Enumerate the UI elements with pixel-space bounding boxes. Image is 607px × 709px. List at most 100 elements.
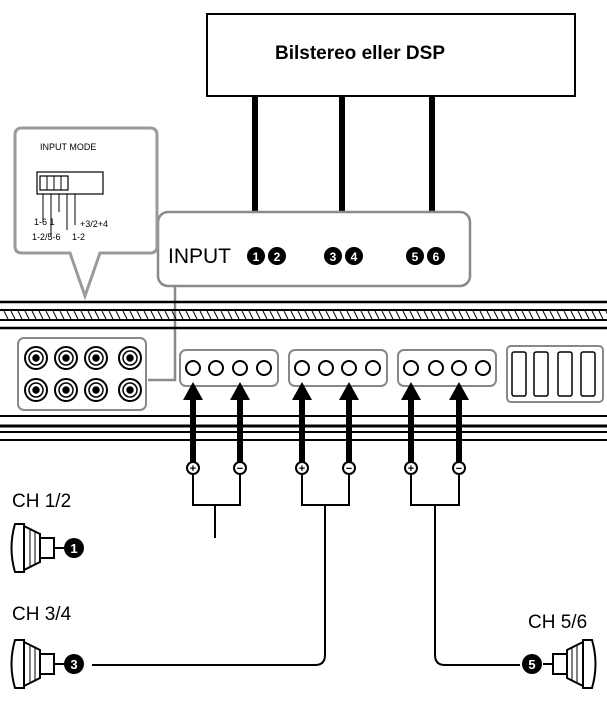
speaker-icon-3 (543, 639, 597, 689)
heatsink-rib (220, 310, 226, 320)
speaker-icon-1 (10, 523, 64, 573)
mode-option-1: 1-6 1 (34, 217, 55, 227)
polarity-markers: + − + − + − (186, 461, 466, 475)
heatsink-rib (283, 310, 289, 320)
heatsink-rib (108, 310, 114, 320)
heatsink-rib (199, 310, 205, 320)
channel-badge-text-1: 1 (70, 541, 77, 556)
channel-label-2: CH 3/4 (12, 604, 72, 625)
source-label: Bilstereo eller DSP (275, 43, 445, 64)
heatsink-rib (192, 310, 198, 320)
heatsink-rib (234, 310, 240, 320)
rca-jack (62, 386, 70, 394)
heatsink-rib (136, 310, 142, 320)
heatsink-rib (535, 310, 541, 320)
heatsink-rib (514, 310, 520, 320)
heatsink-rib (486, 310, 492, 320)
heatsink-rib (122, 310, 128, 320)
heatsink-rib (262, 310, 268, 320)
heatsink-rib (479, 310, 485, 320)
heatsink-rib (10, 310, 16, 320)
mode-option-4: +3/2+4 (80, 219, 108, 229)
heatsink-rib (339, 310, 345, 320)
input-label: INPUT (168, 245, 231, 268)
badge-2: 2 (274, 250, 281, 264)
heatsink-rib (346, 310, 352, 320)
heatsink-rib (94, 310, 100, 320)
heatsink-rib (472, 310, 478, 320)
heatsink-rib (52, 310, 58, 320)
badge-5: 5 (412, 250, 419, 264)
amplifier-rail-top (0, 300, 607, 330)
heatsink-rib (507, 310, 513, 320)
heatsink-rib (451, 310, 457, 320)
heatsink-rib (493, 310, 499, 320)
heatsink-rib (171, 310, 177, 320)
heatsink-rib (402, 310, 408, 320)
heatsink-rib (549, 310, 555, 320)
heatsink-rib (570, 310, 576, 320)
heatsink-rib (430, 310, 436, 320)
terminal-block-3 (397, 349, 497, 387)
speaker-wiring (92, 475, 520, 666)
heatsink-rib (584, 310, 590, 320)
speaker-wire-arrows (183, 382, 469, 462)
heatsink-rib (563, 310, 569, 320)
heatsink-rib (24, 310, 30, 320)
heatsink-rib (598, 310, 604, 320)
rca-jack-block (17, 337, 147, 411)
heatsink-rib (437, 310, 443, 320)
heatsink-rib (556, 310, 562, 320)
heatsink-rib (157, 310, 163, 320)
rca-jack (126, 386, 134, 394)
channel-badge-text-2: 3 (70, 657, 77, 672)
heatsink-rib (115, 310, 121, 320)
heatsink-rib (290, 310, 296, 320)
mode-option-2: 1-2/5-6 (32, 232, 61, 242)
badge-3: 3 (330, 250, 337, 264)
badge-6: 6 (433, 250, 440, 264)
heatsink-rib (101, 310, 107, 320)
heatsink-rib (248, 310, 254, 320)
heatsink-rib (521, 310, 527, 320)
fuse-block (506, 345, 604, 403)
heatsink-rib (241, 310, 247, 320)
channel-badge-text-3: 5 (528, 657, 535, 672)
heatsink-rib (73, 310, 79, 320)
heatsink-rib (297, 310, 303, 320)
mode-option-3: 1-2 (72, 232, 85, 242)
channel-label-3: CH 5/6 (528, 612, 587, 633)
rca-jack (32, 354, 40, 362)
heatsink-rib (325, 310, 331, 320)
heatsink-rib (458, 310, 464, 320)
heatsink-rib (185, 310, 191, 320)
heatsink-rib (465, 310, 471, 320)
heatsink-rib (353, 310, 359, 320)
heatsink-rib (206, 310, 212, 320)
heatsink-rib (45, 310, 51, 320)
heatsink-rib (304, 310, 310, 320)
heatsink-rib (409, 310, 415, 320)
heatsink-rib (416, 310, 422, 320)
heatsink-rib (332, 310, 338, 320)
heatsink-rib (17, 310, 23, 320)
heatsink-rib (38, 310, 44, 320)
plus-marker-2: + (299, 463, 305, 475)
rca-jack (62, 354, 70, 362)
rca-jack (32, 386, 40, 394)
heatsink-rib (381, 310, 387, 320)
heatsink-rib (542, 310, 548, 320)
source-box (206, 13, 576, 97)
heatsink-rib (87, 310, 93, 320)
heatsink-rib (150, 310, 156, 320)
heatsink-rib (143, 310, 149, 320)
channel-label-1: CH 1/2 (12, 491, 71, 512)
minus-marker-2: − (346, 463, 352, 475)
heatsink-rib (311, 310, 317, 320)
heatsink-rib (395, 310, 401, 320)
channel-badge-3: 5 (522, 654, 542, 674)
heatsink-rib (591, 310, 597, 320)
rca-jack (92, 386, 100, 394)
heatsink-rib (577, 310, 583, 320)
